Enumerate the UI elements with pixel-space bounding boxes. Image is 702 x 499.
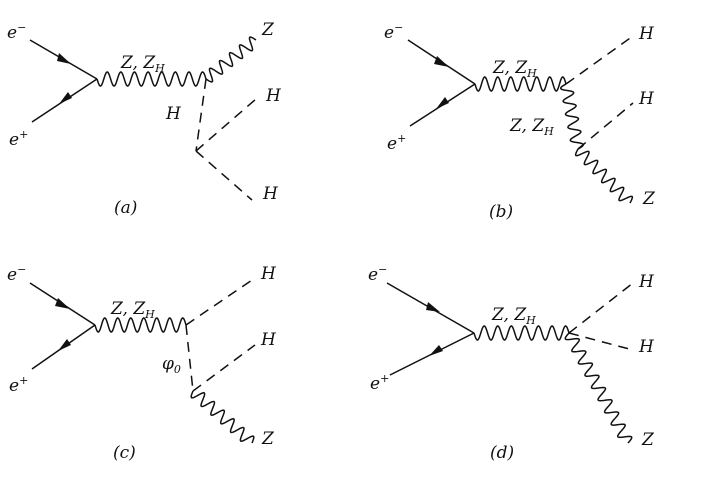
diagram-a: e− e+ Z, ZH H Z H H (a) — [7, 20, 282, 218]
outgoing-h-dashed-line-1 — [568, 282, 634, 334]
positron-arrow — [58, 339, 71, 351]
internal-z-wavy-line — [559, 83, 585, 150]
positron-label: e+ — [387, 132, 406, 154]
outgoing-h-dashed-line-2 — [192, 344, 256, 392]
positron-arrow — [436, 97, 449, 109]
positron-arrow — [429, 345, 443, 356]
outgoing-z-wavy-line — [574, 148, 634, 204]
diagram-d: e− e+ Z, ZH H H Z (d) — [368, 263, 655, 463]
positron-arrow — [59, 92, 72, 104]
outgoing-label-2: H — [260, 330, 277, 350]
outgoing-z-wavy-line — [205, 36, 257, 83]
diagram-c: e− e+ Z, ZH φ0 H H Z (c) — [7, 263, 277, 463]
propagator-label: Z, ZH — [120, 53, 165, 75]
propagator-wavy-line — [474, 76, 567, 92]
electron-arrow — [434, 56, 449, 67]
diagram-caption: (d) — [490, 443, 514, 463]
outgoing-label-1: H — [260, 264, 277, 284]
outgoing-label-2: H — [638, 337, 655, 357]
electron-arrow — [426, 302, 440, 312]
outgoing-h-dashed-line-1 — [185, 277, 256, 326]
outgoing-h-dashed-line-2 — [577, 102, 634, 150]
internal-phi-dashed-line — [185, 324, 194, 392]
outgoing-label-2: H — [638, 89, 655, 109]
internal-line-label: H — [165, 104, 182, 124]
electron-label: e− — [7, 263, 26, 285]
outgoing-label-3: H — [262, 184, 279, 204]
internal-line-label: φ0 — [162, 354, 181, 376]
outgoing-h-dashed-line-2 — [195, 150, 253, 201]
outgoing-z-wavy-line — [190, 390, 255, 444]
propagator-label: Z, ZH — [110, 299, 155, 321]
outgoing-label-3: Z — [641, 430, 655, 450]
positron-label: e+ — [370, 372, 389, 394]
outgoing-label-3: Z — [261, 429, 275, 449]
outgoing-z-wavy-line — [564, 332, 633, 444]
outgoing-h-dashed-line-1 — [195, 98, 257, 152]
outgoing-label-1: Z — [261, 20, 275, 40]
electron-arrow — [55, 298, 70, 309]
propagator-wavy-line — [473, 325, 570, 341]
outgoing-label-1: H — [638, 24, 655, 44]
diagram-caption: (a) — [114, 198, 137, 218]
outgoing-label-1: H — [638, 272, 655, 292]
propagator-wavy-line — [96, 71, 207, 87]
positron-label: e+ — [9, 374, 28, 396]
outgoing-h-dashed-line-1 — [565, 35, 634, 85]
internal-line-label: Z, ZH — [509, 116, 554, 138]
outgoing-label-3: Z — [642, 189, 656, 209]
electron-label: e− — [384, 21, 403, 43]
outgoing-h-dashed-line-2 — [568, 332, 634, 351]
electron-arrow — [57, 53, 71, 64]
propagator-label: Z, ZH — [492, 58, 537, 80]
electron-label: e− — [368, 263, 387, 285]
outgoing-label-2: H — [265, 86, 282, 106]
positron-label: e+ — [9, 128, 28, 150]
electron-label: e− — [7, 21, 26, 43]
diagram-caption: (b) — [489, 202, 513, 222]
diagram-b: e− e+ Z, ZH Z, ZH H H Z (b) — [384, 21, 656, 222]
diagram-caption: (c) — [113, 443, 136, 463]
internal-h-dashed-line — [195, 78, 207, 152]
propagator-label: Z, ZH — [491, 305, 536, 327]
propagator-wavy-line — [94, 317, 187, 333]
